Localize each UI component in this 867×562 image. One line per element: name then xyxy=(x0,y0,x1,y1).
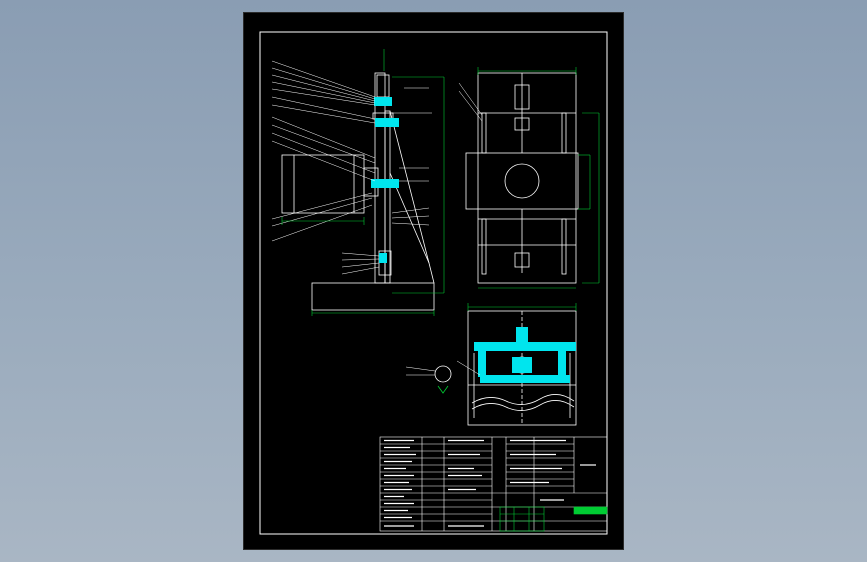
lower-beam xyxy=(480,375,570,383)
title-block xyxy=(379,436,608,532)
center-post xyxy=(516,327,528,345)
bearing-upper xyxy=(375,118,399,127)
bearing-lower xyxy=(379,253,387,263)
cross-beam xyxy=(474,342,576,351)
title-block-text xyxy=(384,439,596,527)
side-dimensions xyxy=(477,67,600,289)
side-leaders xyxy=(458,82,483,122)
break-line xyxy=(471,394,575,405)
title-block-frame xyxy=(379,436,608,532)
bearing-top xyxy=(374,97,392,106)
inner-frame xyxy=(259,31,608,535)
base-plate xyxy=(311,282,435,311)
bearing-middle xyxy=(371,179,399,188)
upper-nut xyxy=(514,84,530,110)
top-dimensions xyxy=(467,303,577,311)
left-post xyxy=(478,351,486,377)
front-dimensions xyxy=(281,49,445,316)
side-frame xyxy=(477,72,577,284)
drawing-canvas xyxy=(259,31,608,535)
right-post xyxy=(558,351,566,377)
top-block xyxy=(376,74,390,98)
drawing-sheet xyxy=(244,13,623,549)
top-highlights xyxy=(474,327,576,383)
detail-circle xyxy=(434,365,452,383)
column-right xyxy=(384,110,391,284)
side-middle-plate xyxy=(465,152,579,210)
front-highlights xyxy=(371,97,399,263)
front-leaders xyxy=(271,60,432,275)
side-center-hole xyxy=(504,163,540,199)
title-block-green xyxy=(499,506,608,532)
nut-housing xyxy=(512,357,532,373)
diagonal-brace xyxy=(389,110,435,284)
lower-nut xyxy=(514,252,530,268)
top-leaders xyxy=(456,360,481,376)
upper-bearing xyxy=(514,117,530,131)
front-view xyxy=(281,72,435,311)
side-view xyxy=(465,72,579,284)
detail-view xyxy=(405,365,452,394)
